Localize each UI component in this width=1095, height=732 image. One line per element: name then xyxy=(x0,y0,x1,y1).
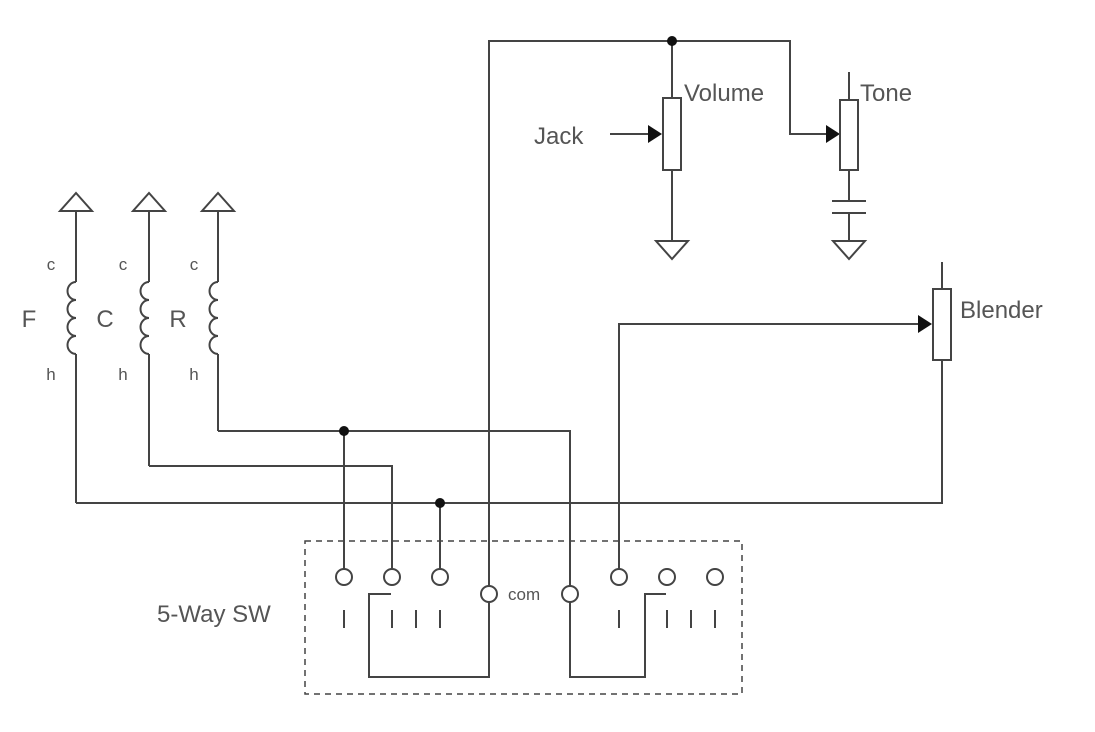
pickup-r: c R h xyxy=(169,191,237,431)
ground-symbol xyxy=(57,191,95,212)
pickup-name: R xyxy=(169,306,186,333)
pickup-name: C xyxy=(96,306,113,333)
pickup-top-label: c xyxy=(47,255,56,274)
switch-terminal xyxy=(431,568,449,586)
blender-pot: Blender xyxy=(618,262,1043,577)
tone-wiper-arrow xyxy=(826,125,840,143)
volume-pot: Jack Volume xyxy=(534,80,764,261)
ground-symbol xyxy=(199,191,237,212)
ground-symbol xyxy=(830,240,868,261)
pickup-c: c C h xyxy=(96,191,168,466)
switch-terminal xyxy=(335,568,353,586)
tone-pot: Tone xyxy=(830,72,912,261)
tone-resistor xyxy=(839,99,859,171)
five-way-switch: 5-Way SW com xyxy=(157,540,743,695)
switch-label: 5-Way SW xyxy=(157,601,271,628)
pickup-coil xyxy=(66,281,77,355)
switch-terminal xyxy=(706,568,724,586)
junction-dot xyxy=(435,498,445,508)
common-wire xyxy=(488,36,840,594)
pickup-coil xyxy=(208,281,219,355)
switch-common-label: com xyxy=(508,585,540,604)
switch-outline xyxy=(304,540,743,695)
pickup-bottom-label: h xyxy=(189,365,198,384)
junction-dot xyxy=(667,36,677,46)
blender-wiper-arrow xyxy=(918,315,932,333)
switch-terminal-common xyxy=(561,585,579,603)
switch-terminal-common xyxy=(480,585,498,603)
jack-label: Jack xyxy=(534,123,584,150)
ground-symbol xyxy=(653,240,691,261)
switch-deck-right xyxy=(561,568,724,678)
switch-terminal xyxy=(658,568,676,586)
pickup-top-label: c xyxy=(190,255,199,274)
tone-label: Tone xyxy=(860,80,912,107)
pickup-name: F xyxy=(22,306,37,333)
pickup-wires xyxy=(76,360,943,594)
pickup-top-label: c xyxy=(119,255,128,274)
ground-symbol xyxy=(130,191,168,212)
pickup-bottom-label: h xyxy=(118,365,127,384)
blender-resistor xyxy=(932,288,952,361)
switch-terminal xyxy=(383,568,401,586)
switch-terminal xyxy=(610,568,628,586)
switch-deck-left xyxy=(335,568,498,678)
pickup-f: c F h xyxy=(22,191,95,503)
volume-wiper-arrow xyxy=(648,125,662,143)
blender-label: Blender xyxy=(960,297,1043,324)
junction-dot xyxy=(339,426,349,436)
pickup-bottom-label: h xyxy=(46,365,55,384)
volume-label: Volume xyxy=(684,80,764,107)
pickup-coil xyxy=(139,281,150,355)
volume-resistor xyxy=(662,97,682,171)
